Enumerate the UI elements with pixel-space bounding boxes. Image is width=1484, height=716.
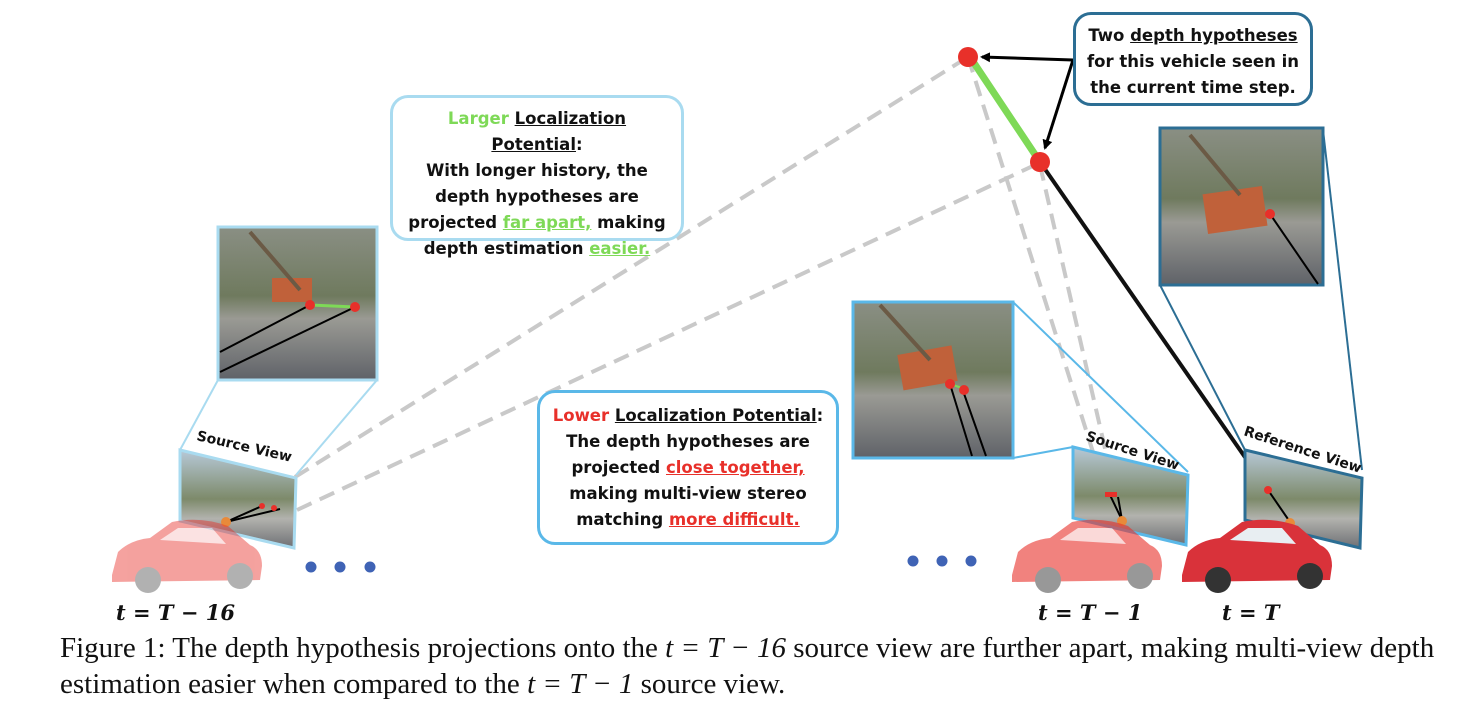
lower-lead: Lower [552,406,610,425]
lower-key: Localization Potential [614,406,817,425]
depth-hypothesis-far [958,47,978,67]
time-label-t-minus-16: t = T − 16 [116,600,235,625]
lower-line2a: projected [571,458,666,477]
larger-line2: depth hypotheses are [435,187,639,206]
lower-line1: The depth hypotheses are [566,432,810,451]
larger-line1: With longer history, the [426,161,648,180]
lower-line4a: matching [576,510,669,529]
callout-arrows [980,52,1075,150]
larger-line3c: making [591,213,666,232]
larger-far-apart: far apart, [502,213,592,232]
depth-hypothesis-near [1030,152,1050,172]
caption-part-a: Figure 1: The depth hypothesis projectio… [60,632,666,664]
lower-more-difficult: more difficult. [668,510,800,529]
zoom-inset-reference [1158,126,1325,287]
car-right [1182,519,1332,593]
callout-two-hypotheses: Two depth hypotheses for this vehicle se… [1073,12,1313,106]
ellipsis-right [907,555,977,567]
figure-caption: Figure 1: The depth hypothesis projectio… [60,630,1440,702]
larger-colon: : [575,135,583,154]
larger-line4a: depth estimation [423,239,590,258]
ellipsis-left [305,561,376,573]
car-mid [1012,519,1162,593]
lower-colon: : [816,406,824,425]
time-label-t: t = T [1222,600,1280,625]
caption-part-b: source view are further apart, making mu… [60,632,1435,700]
zoom-inset-source [851,300,1015,460]
caption-part-c: source view. [633,668,786,700]
lower-close-together: close together, [665,458,805,477]
callout-larger-potential: Larger Localization Potential: With long… [390,95,684,258]
larger-easier: easier. [589,239,651,258]
depth-ray [967,55,1043,164]
callout-lower-potential: Lower Localization Potential: The depth … [537,390,839,545]
two-line2: for this vehicle seen in [1086,52,1300,71]
two-line3: the current time step. [1090,78,1296,97]
projection-lines [293,55,1117,512]
two-line1a: Two [1088,26,1131,45]
caption-eq1: t = T − 16 [665,632,786,664]
two-depth-hypotheses: depth hypotheses [1130,26,1298,45]
zoom-connectors [179,129,1363,476]
lower-line3: making multi-view stereo [569,484,807,503]
larger-key: Localization Potential [491,109,627,154]
zoom-inset-left [216,225,379,382]
larger-lead: Larger [447,109,509,128]
time-label-t-minus-1: t = T − 1 [1038,600,1143,625]
car-left [112,519,262,593]
caption-eq2: t = T − 1 [527,668,634,700]
larger-line3a: projected [408,213,503,232]
